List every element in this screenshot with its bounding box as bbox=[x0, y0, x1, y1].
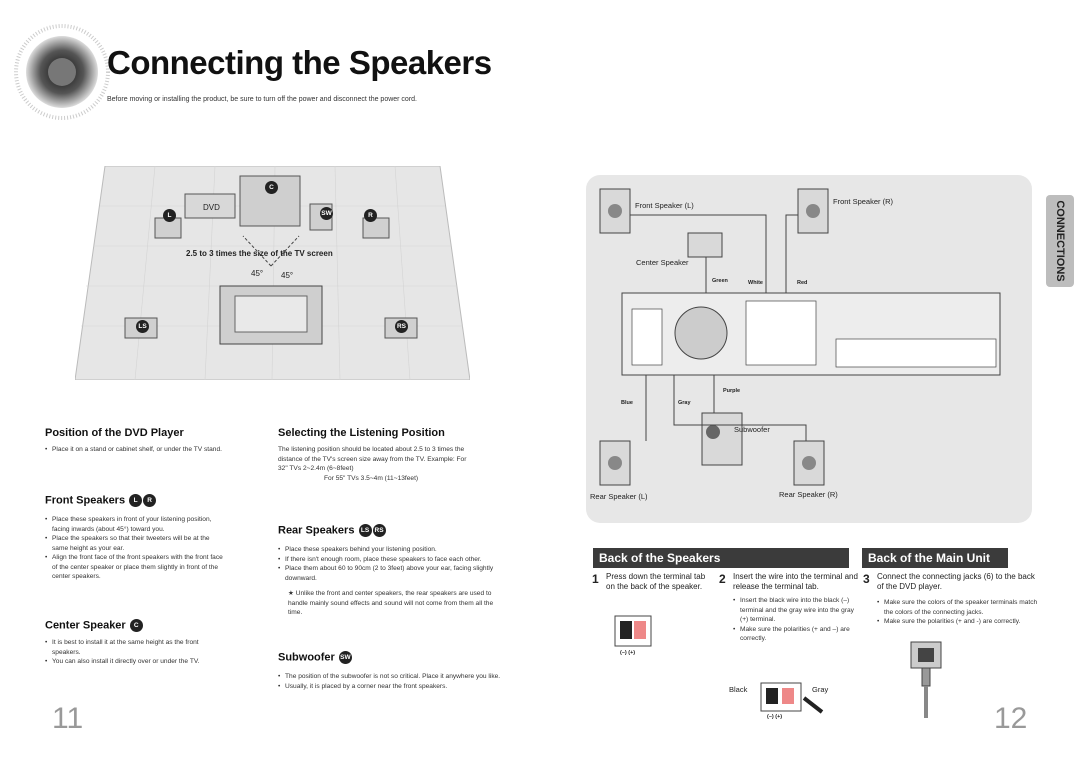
section-center: Center Speaker C It is best to install i… bbox=[45, 619, 225, 667]
rear-item: Place them about 60 to 90cm (2 to 3feet)… bbox=[278, 564, 518, 583]
step-1-number: 1 bbox=[592, 572, 599, 586]
sub-item: Usually, it is placed by a corner near t… bbox=[278, 682, 518, 692]
label-gray-wire: Gray bbox=[812, 685, 829, 694]
connections-tab: CONNECTIONS bbox=[1046, 195, 1074, 287]
badge-rs: RS bbox=[395, 320, 408, 333]
connections-tab-label: CONNECTIONS bbox=[1054, 200, 1066, 282]
label-rear-r: Rear Speaker (R) bbox=[779, 490, 838, 499]
step-3-item: Make sure the polarities (+ and -) are c… bbox=[877, 617, 1043, 627]
speaker-cone-icon bbox=[14, 24, 110, 120]
listening-heading: Selecting the Listening Position bbox=[278, 427, 445, 439]
badge-sw: SW bbox=[320, 207, 333, 220]
label-red: Red bbox=[797, 280, 808, 286]
front-item: Place the speakers so that their tweeter… bbox=[45, 534, 223, 553]
angle-right-label: 45° bbox=[281, 271, 294, 280]
label-blue: Blue bbox=[621, 400, 633, 406]
badge-l: L bbox=[163, 209, 176, 222]
back-unit-bar: Back of the Main Unit bbox=[862, 548, 1008, 568]
sub-heading: Subwoofer bbox=[278, 651, 335, 664]
step-2-item: Make sure the polarities (+ and –) are c… bbox=[733, 625, 859, 644]
section-front: Front Speakers LR Place these speakers i… bbox=[45, 494, 223, 582]
label-center: Center Speaker bbox=[636, 258, 689, 267]
step-2-number: 2 bbox=[719, 572, 726, 586]
badge-c: C bbox=[265, 181, 278, 194]
front-heading: Front Speakers bbox=[45, 494, 126, 507]
center-item: It is best to install it at the same hei… bbox=[45, 638, 225, 657]
step-3: 3 Connect the connecting jacks (6) to th… bbox=[863, 572, 1043, 627]
dvd-label: DVD bbox=[203, 203, 220, 212]
badge-l-small: L bbox=[129, 494, 143, 507]
label-black: Black bbox=[729, 685, 748, 694]
label-subwoofer: Subwoofer bbox=[734, 425, 770, 434]
listening-text-2: For 55" TVs 3.5~4m (11~13feet) bbox=[324, 474, 419, 482]
section-sub: Subwoofer SW The position of the subwoof… bbox=[278, 651, 518, 691]
rear-item: If there isn't enough room, place these … bbox=[278, 555, 518, 565]
step-2-text: Insert the wire into the terminal and re… bbox=[733, 572, 858, 591]
listening-text: The listening position should be located… bbox=[278, 446, 467, 472]
page-number-right: 12 bbox=[994, 702, 1028, 735]
label-front-r: Front Speaker (R) bbox=[833, 197, 894, 206]
jack-plug-icon bbox=[910, 641, 942, 718]
wiring-diagram bbox=[599, 188, 1001, 486]
back-speakers-bar: Back of the Speakers bbox=[593, 548, 849, 568]
badge-ls: LS bbox=[136, 320, 149, 333]
section-listening: Selecting the Listening Position The lis… bbox=[278, 427, 468, 483]
distance-label: 2.5 to 3 times the size of the TV screen bbox=[186, 249, 333, 258]
badge-sw-small: SW bbox=[338, 651, 352, 664]
position-item: Place it on a stand or cabinet shelf, or… bbox=[45, 445, 235, 455]
label-front-l: Front Speaker (L) bbox=[635, 201, 694, 210]
step-2: 2 Insert the wire into the terminal and … bbox=[719, 572, 859, 644]
label-white: White bbox=[748, 280, 763, 286]
step-3-number: 3 bbox=[863, 572, 870, 586]
page-subtitle: Before moving or installing the product,… bbox=[107, 96, 417, 103]
step-1-text: Press down the terminal tab on the back … bbox=[606, 572, 706, 591]
polarity-label: (–) (+) bbox=[620, 650, 636, 656]
front-item: Align the front face of the front speake… bbox=[45, 553, 223, 582]
label-green: Green bbox=[712, 278, 728, 284]
angle-left-label: 45° bbox=[251, 269, 264, 278]
rear-heading: Rear Speakers bbox=[278, 524, 355, 537]
label-gray: Gray bbox=[678, 400, 691, 406]
position-heading: Position of the DVD Player bbox=[45, 427, 184, 439]
label-rear-l: Rear Speaker (L) bbox=[590, 492, 648, 501]
front-item: Place these speakers in front of your li… bbox=[45, 515, 223, 534]
speaker-graphic bbox=[10, 20, 110, 120]
rear-note: ★ Unlike the front and center speakers, … bbox=[288, 590, 494, 616]
step-1: 1 Press down the terminal tab on the bac… bbox=[592, 572, 714, 592]
badge-ls-small: LS bbox=[358, 524, 372, 537]
badge-rs-small: RS bbox=[372, 524, 386, 537]
step-3-text: Connect the connecting jacks (6) to the … bbox=[877, 572, 1035, 591]
label-purple: Purple bbox=[723, 388, 741, 394]
room-diagram: C DVD L SW R 2.5 to 3 times the size of … bbox=[75, 166, 470, 380]
center-item: You can also install it directly over or… bbox=[45, 657, 225, 667]
badge-c-small: C bbox=[129, 619, 143, 632]
badge-r-small: R bbox=[143, 494, 157, 507]
center-heading: Center Speaker bbox=[45, 619, 126, 632]
section-position: Position of the DVD Player Place it on a… bbox=[45, 427, 235, 455]
terminal-wire-icon bbox=[760, 682, 824, 714]
terminal-icon bbox=[614, 615, 652, 647]
rear-item: Place these speakers behind your listeni… bbox=[278, 545, 518, 555]
step-3-item: Make sure the colors of the speaker term… bbox=[877, 598, 1043, 617]
page-number-left: 11 bbox=[52, 702, 84, 735]
step-2-item: Insert the black wire into the black (–)… bbox=[733, 596, 859, 625]
badge-r: R bbox=[364, 209, 377, 222]
sub-item: The position of the subwoofer is not so … bbox=[278, 672, 518, 682]
polarity-label-2: (–) (+) bbox=[767, 714, 783, 720]
page-title: Connecting the Speakers bbox=[107, 44, 492, 81]
